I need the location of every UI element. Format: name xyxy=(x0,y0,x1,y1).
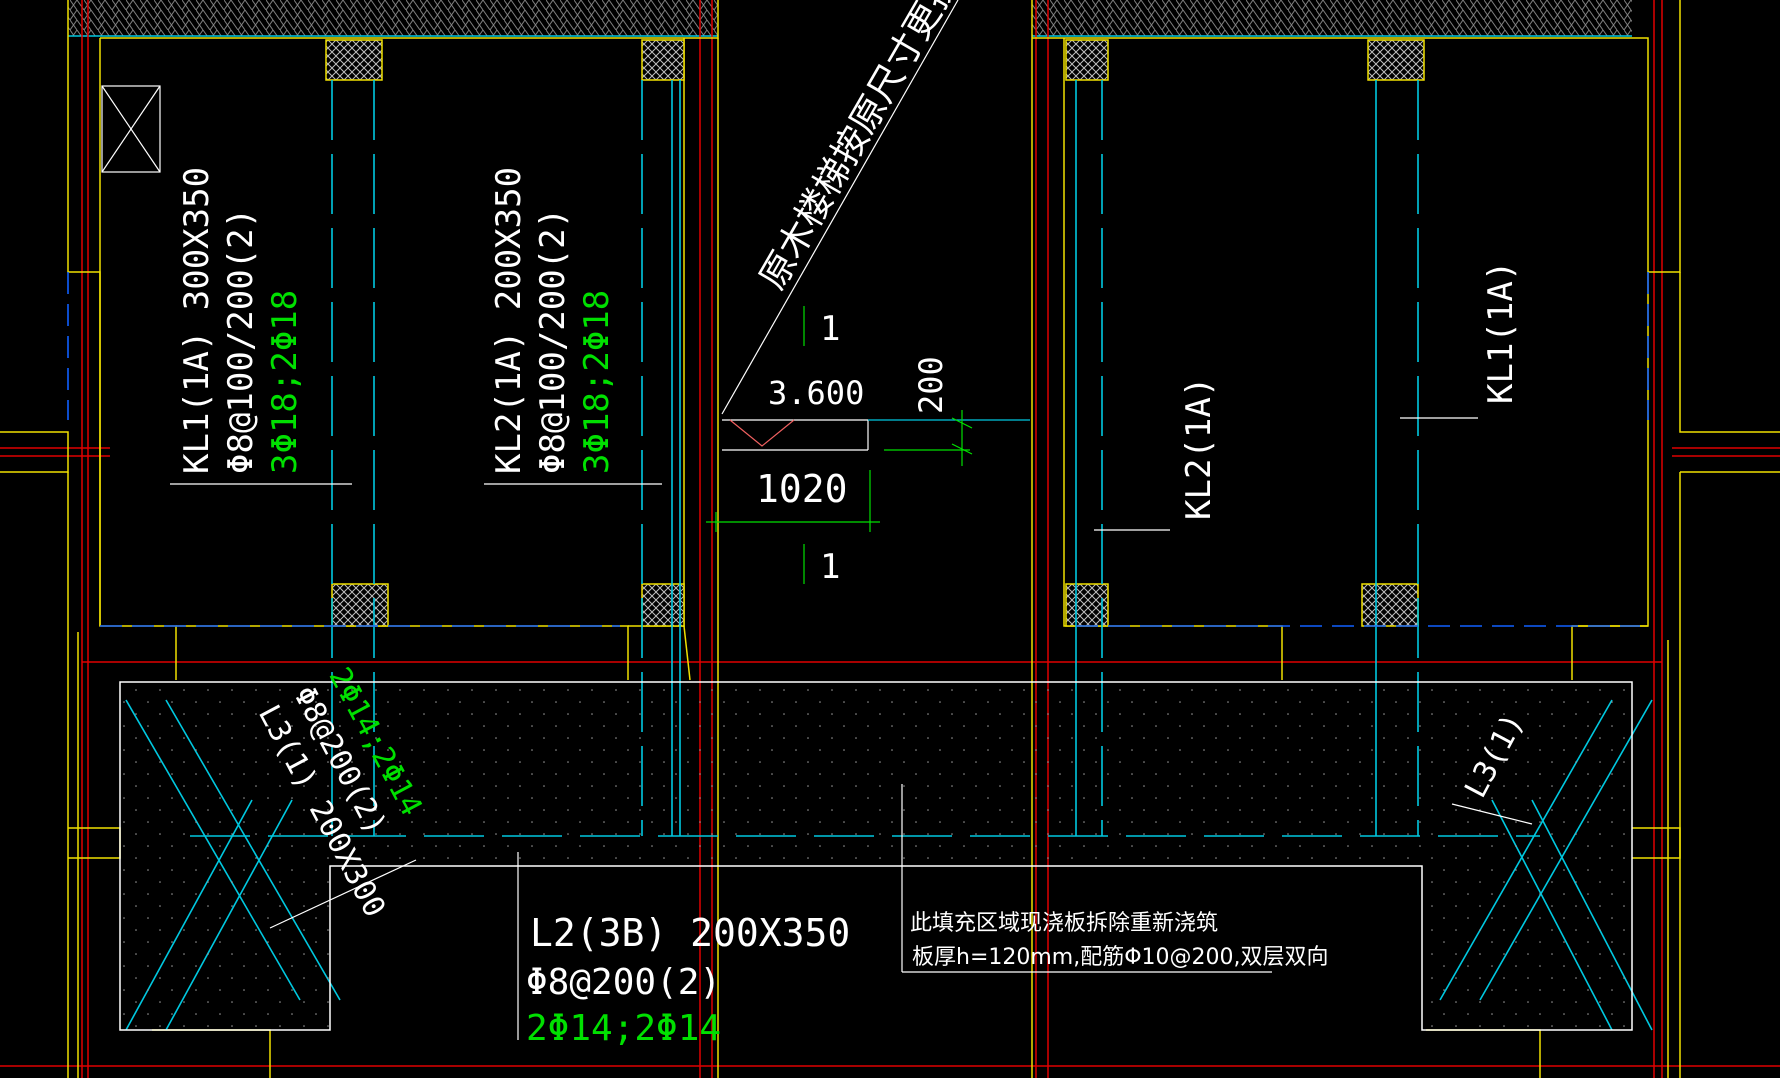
fill-note: 此填充区域现浇板拆除重新浇筑 板厚h=120mm,配筋Φ10@200,双层双向 xyxy=(910,911,1329,970)
kl2-left-rebar: 3Φ18;2Φ18 xyxy=(577,290,617,474)
column-top-right-2 xyxy=(1367,39,1425,81)
column-top-left-1 xyxy=(325,39,383,81)
kl1-left-rebar: 3Φ18;2Φ18 xyxy=(265,290,305,474)
l2-rebar: 2Φ14;2Φ14 xyxy=(526,1008,721,1049)
kl2-left-label: KL2(1A) 200X350 Φ8@100/200(2) 3Φ18;2Φ18 xyxy=(489,167,617,474)
section-mark-bottom: 1 xyxy=(820,547,840,587)
kl2-left-stirrup: Φ8@100/200(2) xyxy=(533,208,573,474)
columns xyxy=(325,39,1425,627)
column-top-left-2 xyxy=(641,39,685,81)
section-elevation: 3.600 xyxy=(768,374,864,412)
kl2-left-name: KL2(1A) 200X350 xyxy=(489,167,529,474)
stair-note: 原木楼梯按原尺寸更换 xyxy=(752,0,968,297)
section-labels: 1 3.600 1020 1 200 xyxy=(756,309,950,587)
column-mid-left-1 xyxy=(331,583,389,627)
column-mid-right-2 xyxy=(1361,583,1419,627)
blue-dashed-lines xyxy=(67,272,1649,627)
section-mark-top: 1 xyxy=(820,309,840,349)
column-top-right-1 xyxy=(1065,39,1109,81)
stair-section xyxy=(706,0,1030,584)
kl1-left-stirrup: Φ8@100/200(2) xyxy=(221,208,261,474)
l2-label: L2(3B) 200X350 Φ8@200(2) 2Φ14;2Φ14 xyxy=(526,911,850,1049)
fill-region xyxy=(119,681,1633,1031)
section-width: 1020 xyxy=(756,467,848,511)
fill-note-line1: 此填充区域现浇板拆除重新浇筑 xyxy=(910,911,1218,936)
leader-lines xyxy=(101,85,1533,1040)
top-wall-hatch xyxy=(68,0,1632,37)
kl1-left-name: KL1(1A) 300X350 xyxy=(177,167,217,474)
kl1-left-label: KL1(1A) 300X350 Φ8@100/200(2) 3Φ18;2Φ18 xyxy=(177,167,305,474)
fill-note-line2: 板厚h=120mm,配筋Φ10@200,双层双向 xyxy=(912,945,1329,970)
l2-name: L2(3B) 200X350 xyxy=(530,911,850,955)
column-mid-left-2 xyxy=(641,583,685,627)
section-height: 200 xyxy=(912,356,950,414)
kl1-right-label: KL1(1A) xyxy=(1481,261,1521,404)
l2-stirrup: Φ8@200(2) xyxy=(526,962,721,1003)
kl2-right-label: KL2(1A) xyxy=(1179,377,1219,520)
